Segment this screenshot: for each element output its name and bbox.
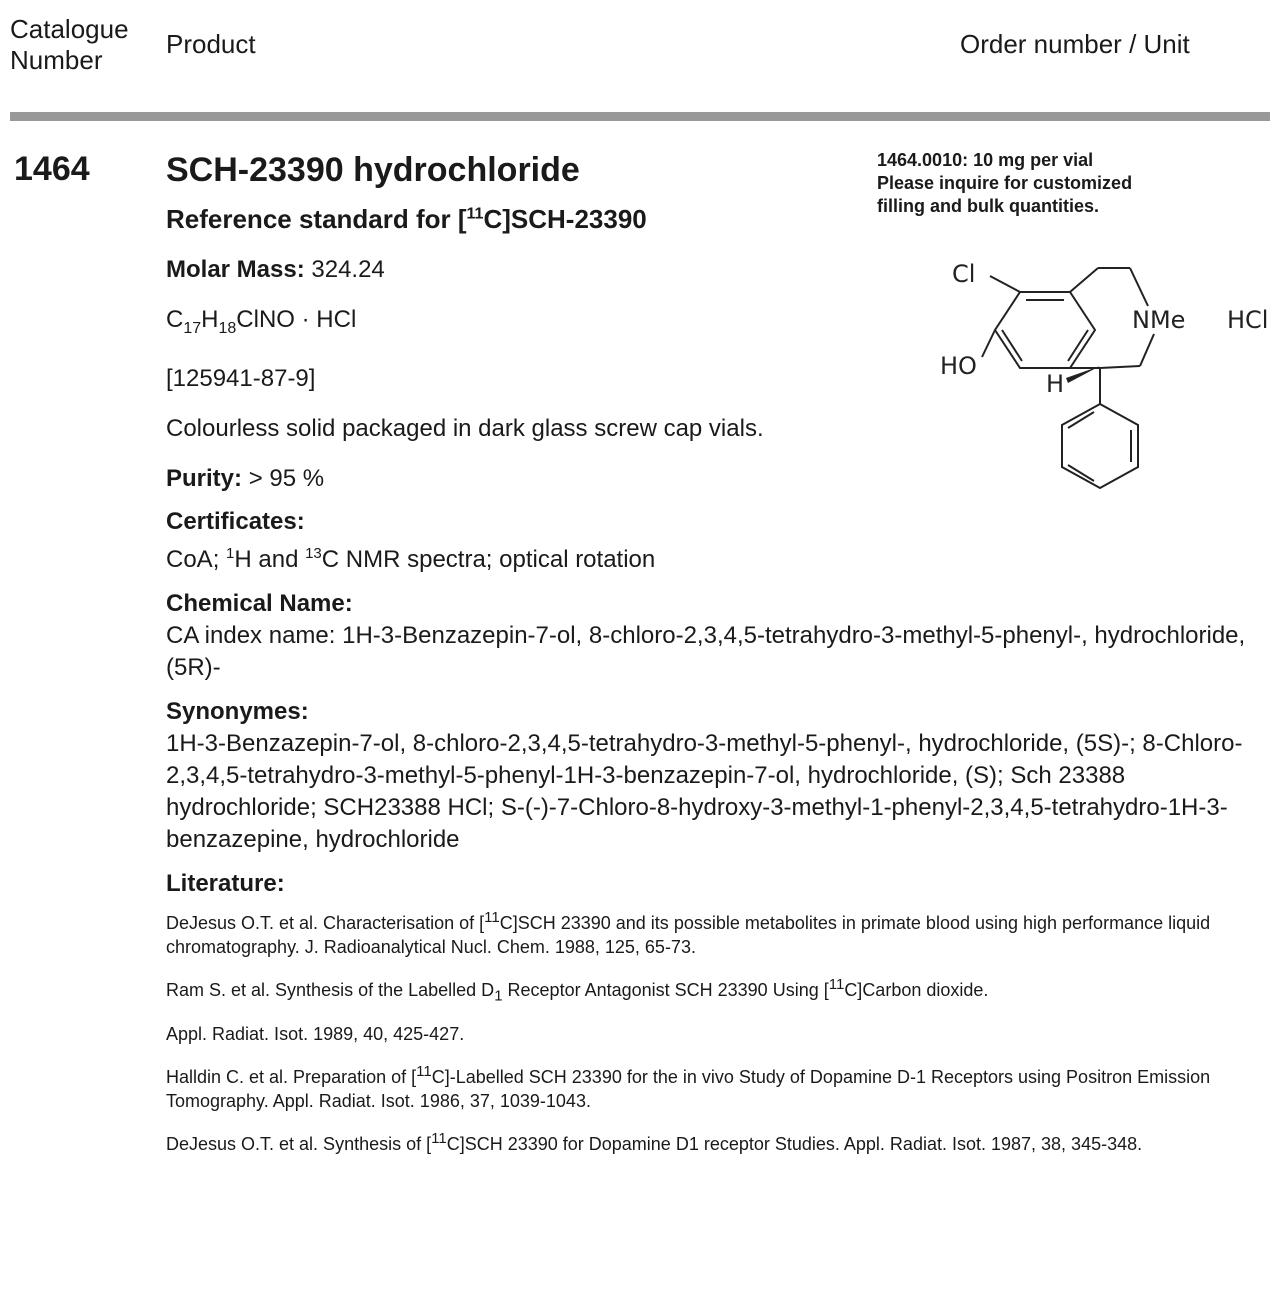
literature-ref-2-journal: Appl. Radiat. Isot. 1989, 40, 425-427. [166,1024,465,1045]
product-subtitle: Reference standard for [11C]SCH-23390 [166,204,647,234]
header-divider [10,112,1270,121]
header-product: Product [166,29,256,59]
synonymes-text: 1H-3-Benzazepin-7-ol, 8-chloro-2,3,4,5-t… [166,729,1243,853]
table-header: Catalogue Number Product Order number / … [0,0,1270,112]
certificates-text: CoA; 1H and 13C NMR spectra; optical rot… [166,544,656,573]
order-line-1: 1464.0010: 10 mg per vial [877,150,1094,170]
literature-ref-4: DeJesus O.T. et al. Synthesis of [11C]SC… [166,1130,1143,1155]
molar-mass: Molar Mass: 324.24 [166,256,385,283]
purity: Purity: > 95 % [166,464,325,492]
molecular-formula: C17H18ClNO · HCl [166,306,357,337]
literature-heading: Literature: [166,869,285,897]
literature-ref-2: Ram S. et al. Synthesis of the Labelled … [166,975,989,1005]
structure-label-ho: HO [940,352,977,380]
cas-number: [125941-87-9] [166,364,316,392]
header-catalogue-number: Catalogue Number [10,14,129,76]
chemical-name-heading: Chemical Name: [166,589,353,617]
order-line-2: Please inquire for customized [877,173,1133,193]
product-details: SCH-23390 hydrochloride Reference standa… [166,150,1256,1156]
literature-ref-3: Halldin C. et al. Preparation of [11C]-L… [166,1063,1211,1112]
header-order-unit: Order number / Unit [960,29,1190,59]
literature-ref-1: DeJesus O.T. et al. Characterisation of … [166,908,1211,957]
product-description: Colourless solid packaged in dark glass … [166,414,764,442]
structure-label-nme: NMe [1132,306,1185,334]
header-catalogue-line2: Number [10,45,103,75]
synonymes-heading: Synonymes: [166,697,309,725]
chemical-name-text: CA index name: 1H-3-Benzazepin-7-ol, 8-c… [166,621,1246,681]
catalogue-number: 1464 [14,150,90,188]
structure-label-hcl: HCl [1227,306,1268,334]
structure-label-cl: Cl [952,262,975,288]
header-catalogue-line1: Catalogue [10,14,129,44]
certificates-heading: Certificates: [166,507,305,535]
order-info: 1464.0010: 10 mg per vial Please inquire… [877,149,1257,218]
chemical-structure-image: Cl NMe HCl HO H [940,262,1268,490]
order-line-3: filling and bulk quantities. [877,196,1100,216]
product-title: SCH-23390 hydrochloride [166,151,580,189]
structure-label-h: H [1046,370,1064,398]
